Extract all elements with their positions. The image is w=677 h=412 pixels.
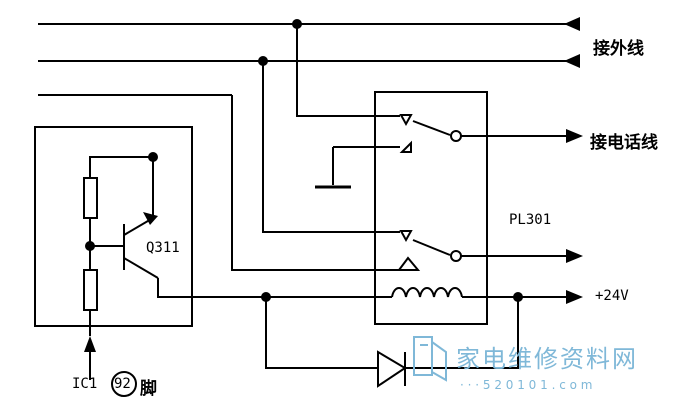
ic-pin-label: 92 bbox=[114, 376, 131, 392]
phone-line-label: 接电话线 bbox=[590, 133, 658, 153]
arrow-outside-upper bbox=[564, 17, 580, 31]
resistor-upper bbox=[83, 177, 98, 219]
resistor-lower bbox=[83, 269, 98, 311]
junction-diode-left bbox=[261, 292, 271, 302]
arrow-transistor-emitter bbox=[143, 212, 158, 225]
contact-nc-lower bbox=[399, 230, 413, 243]
junction-lower-tap bbox=[258, 56, 268, 66]
transistor-label: Q311 bbox=[146, 240, 180, 256]
watermark-logo-icon bbox=[413, 336, 447, 382]
junction-diode-right bbox=[513, 292, 523, 302]
arrow-supply bbox=[566, 290, 583, 304]
contact-pivot-upper bbox=[450, 130, 462, 142]
relay-coil bbox=[391, 287, 463, 298]
transistor-collector bbox=[123, 257, 159, 279]
relay-label: PL301 bbox=[509, 212, 552, 228]
collector-wire bbox=[157, 278, 392, 298]
outside-line-label: 接外线 bbox=[593, 39, 644, 59]
watermark-url: · · · 5 2 0 1 0 1 . c o m bbox=[460, 378, 593, 392]
switch-arm-upper bbox=[412, 120, 451, 136]
junction-emitter bbox=[148, 152, 158, 162]
junction-base bbox=[85, 241, 95, 251]
junction-upper-tap bbox=[292, 19, 302, 29]
contact-no-upper bbox=[399, 140, 412, 153]
arrow-relay-output bbox=[566, 249, 583, 263]
ic-suffix-label: 脚 bbox=[140, 379, 157, 399]
arrow-outside-lower bbox=[564, 54, 580, 68]
ic-pin-circle bbox=[111, 371, 137, 397]
tap-upper-to-contact bbox=[296, 24, 400, 117]
diode-right-wire bbox=[405, 297, 519, 369]
control-to-relay bbox=[231, 95, 400, 271]
diode-left-wire bbox=[265, 297, 378, 369]
watermark-text: 家电维修资料网 bbox=[456, 345, 638, 373]
contact-pivot-lower bbox=[450, 250, 462, 262]
ic-prefix-label: IC1 bbox=[72, 376, 98, 392]
tap-lower-to-contact bbox=[262, 61, 400, 233]
diode-triangle bbox=[377, 350, 407, 388]
arrow-ic-pin bbox=[84, 336, 96, 352]
switch-arm-lower bbox=[412, 239, 451, 256]
emitter-supply bbox=[89, 156, 153, 178]
contact-nc-upper bbox=[399, 114, 413, 127]
arrow-phone-line bbox=[566, 129, 583, 143]
relay-box bbox=[374, 91, 488, 325]
supply-label: +24V bbox=[595, 288, 629, 304]
contact-no-lower bbox=[397, 256, 421, 271]
transistor-module-box bbox=[34, 126, 193, 327]
